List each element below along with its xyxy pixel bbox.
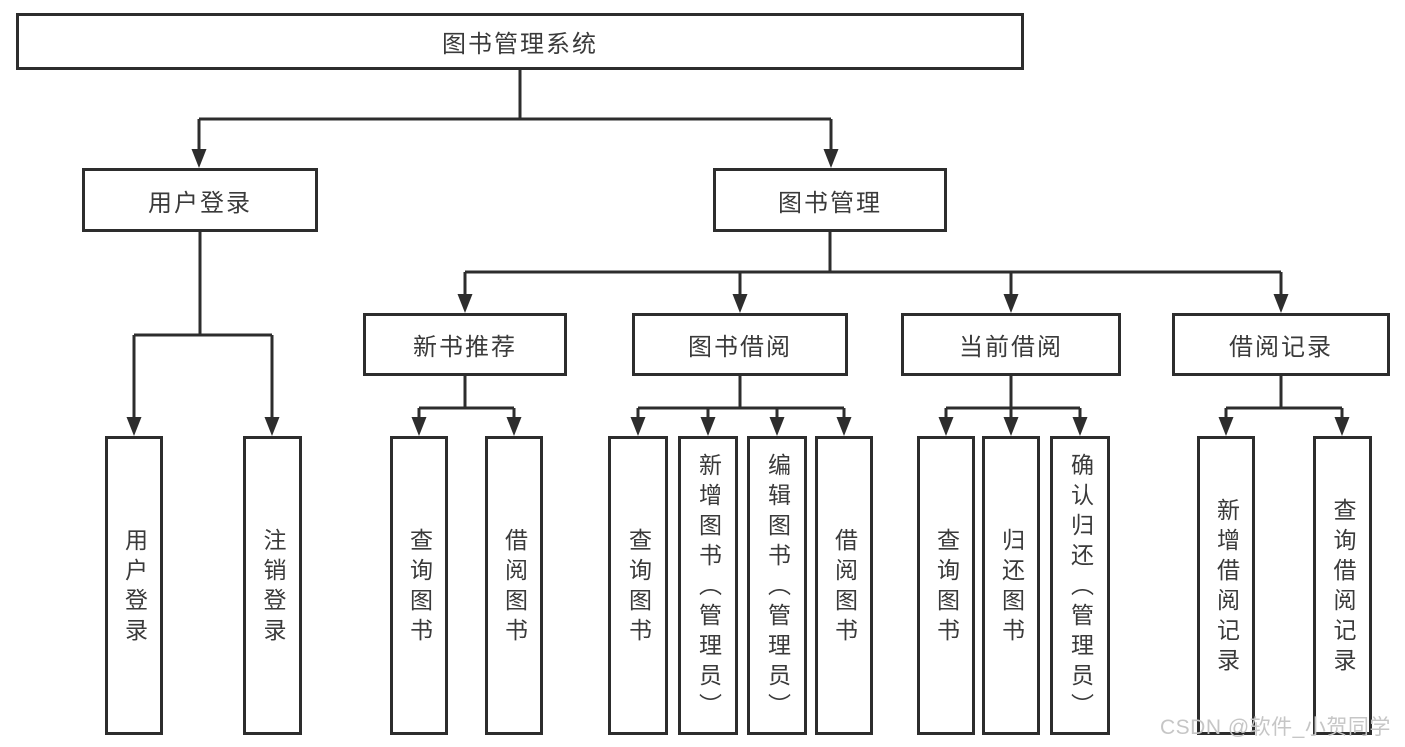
branch-book-management: 图书管理 (713, 168, 947, 232)
node-new-book-recommend: 新书推荐 (363, 313, 567, 376)
connector-line (417, 376, 516, 420)
node-book-borrow: 图书借阅 (632, 313, 848, 376)
arrowhead-icon (506, 417, 522, 436)
arrowhead-icon (938, 417, 954, 436)
leaf-query-borrow-record: 查询借阅记录 (1313, 436, 1372, 735)
leaf-query-books-recommend: 查询图书 (390, 436, 448, 735)
arrowhead-icon (700, 417, 716, 436)
leaf-borrow-books-borrow: 借阅图书 (815, 436, 873, 735)
arrowhead-icon (1003, 417, 1019, 436)
arrowhead-icon (630, 417, 646, 436)
leaf-return-books: 归还图书 (982, 436, 1040, 735)
root-node-library-management-system: 图书管理系统 (16, 13, 1024, 70)
connector-book-management-children (457, 232, 1289, 313)
leaf-logout: 注销登录 (243, 436, 302, 735)
connector-book-borrow-children (630, 376, 852, 436)
leaf-query-books-borrow: 查询图书 (608, 436, 668, 735)
leaf-edit-book-admin: 编辑图书（管理员） (747, 436, 807, 735)
connector-user-login-children (126, 232, 280, 436)
connector-line (132, 232, 274, 420)
leaf-add-book-admin: 新增图书（管理员） (678, 436, 738, 735)
arrowhead-icon (126, 417, 142, 436)
arrowhead-icon (836, 417, 852, 436)
arrowhead-icon (1218, 417, 1234, 436)
connector-line (636, 376, 846, 420)
connector-borrow-records-children (1218, 376, 1350, 436)
connector-line (944, 376, 1082, 420)
arrowhead-icon (732, 294, 748, 313)
leaf-query-books-current: 查询图书 (917, 436, 975, 735)
leaf-add-borrow-record: 新增借阅记录 (1197, 436, 1255, 735)
arrowhead-icon (1072, 417, 1088, 436)
node-borrow-records: 借阅记录 (1172, 313, 1390, 376)
arrowhead-icon (1003, 294, 1019, 313)
connector-line (197, 70, 833, 152)
arrowhead-icon (457, 294, 473, 313)
leaf-borrow-books-recommend: 借阅图书 (485, 436, 543, 735)
connector-current-borrow-children (938, 376, 1088, 436)
arrowhead-icon (769, 417, 785, 436)
leaf-confirm-return-admin: 确认归还（管理员） (1050, 436, 1110, 735)
arrowhead-icon (191, 149, 207, 168)
connector-line (1224, 376, 1344, 420)
leaf-user-login: 用户登录 (105, 436, 163, 735)
node-current-borrow: 当前借阅 (901, 313, 1121, 376)
arrowhead-icon (264, 417, 280, 436)
arrowhead-icon (1273, 294, 1289, 313)
branch-user-login: 用户登录 (82, 168, 318, 232)
arrowhead-icon (1334, 417, 1350, 436)
connector-new-book-recommend-children (411, 376, 522, 436)
connector-line (463, 232, 1283, 297)
watermark-text: CSDN @软件_小贺同学 (1160, 716, 1391, 739)
arrowhead-icon (823, 149, 839, 168)
arrowhead-icon (411, 417, 427, 436)
connector-root-to-level2 (191, 70, 839, 168)
